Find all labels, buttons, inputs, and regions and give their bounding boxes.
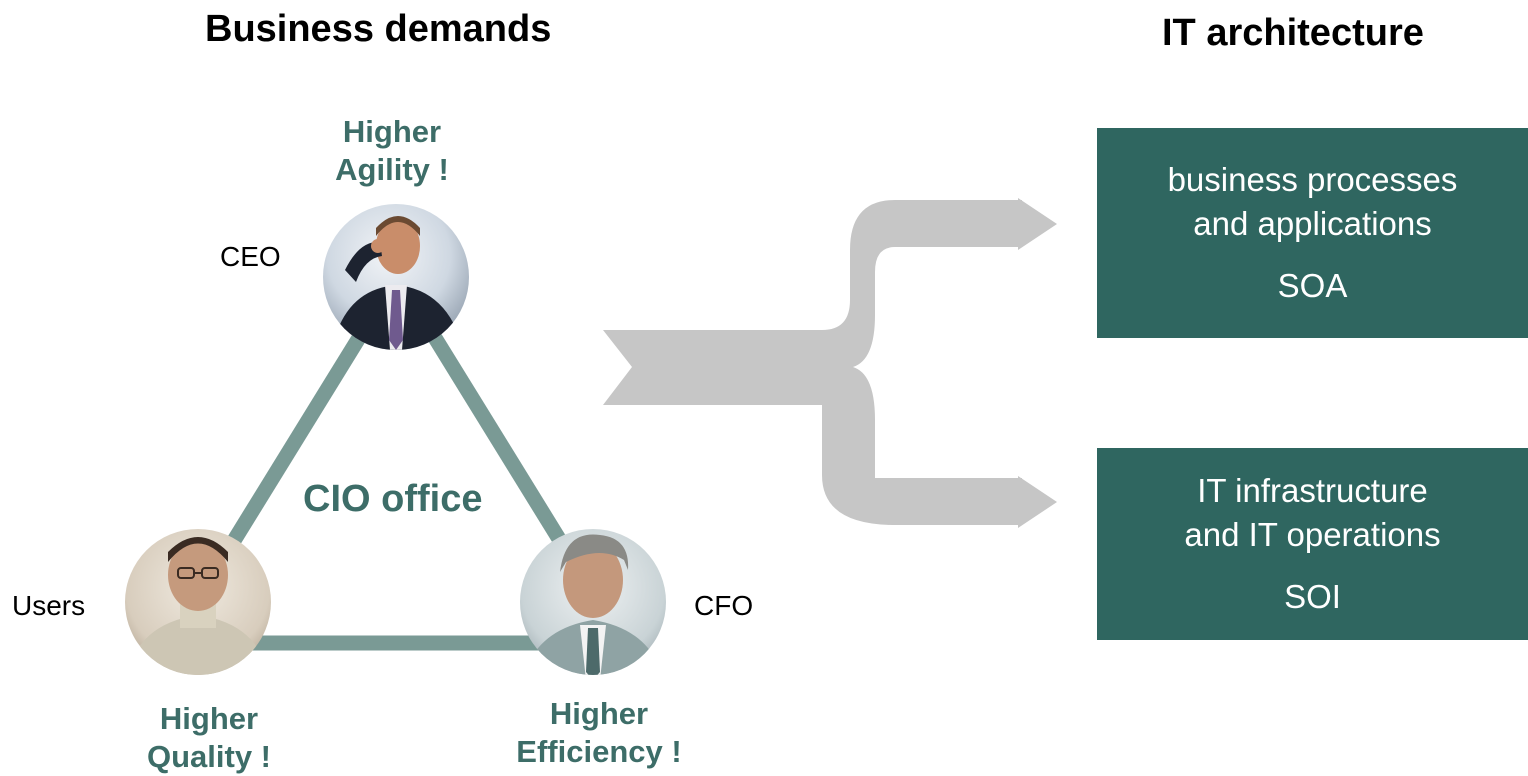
goal-quality-line1: Higher (159, 701, 259, 736)
cio-office-label: CIO office (303, 478, 483, 520)
role-label-cfo: CFO (694, 590, 754, 621)
goal-efficiency-line1: Higher (549, 696, 649, 731)
connector-brace (822, 200, 1022, 525)
edge-ceo-cfo (417, 316, 579, 564)
brace-connector (603, 198, 1057, 528)
soa-box-line2: and applications (1193, 205, 1432, 242)
goal-label-efficiency: Higher Efficiency ! (516, 695, 681, 771)
arrow-head-bottom (1018, 476, 1057, 528)
edge-ceo-users (215, 316, 377, 564)
soa-box: business processes and applications SOA (1097, 128, 1528, 338)
soa-box-abbr: SOA (1277, 267, 1348, 304)
connector-stem (603, 330, 822, 405)
role-label-ceo: CEO (220, 241, 281, 272)
goal-agility-line1: Higher (342, 114, 442, 149)
goal-quality-line2: Quality ! (146, 739, 272, 774)
goal-efficiency-line2: Efficiency ! (516, 734, 682, 769)
role-label-users: Users (12, 590, 86, 621)
arrow-head-top (1018, 198, 1057, 250)
soi-box-abbr: SOI (1284, 578, 1341, 615)
business-demands-title: Business demands (205, 8, 552, 50)
goal-label-agility: Higher Agility ! (335, 113, 449, 189)
triangle-edges (215, 316, 579, 651)
soi-box-line1: IT infrastructure (1197, 472, 1428, 509)
soa-box-line1: business processes (1167, 161, 1458, 198)
ceo-portrait (323, 204, 469, 350)
soi-box-line2: and IT operations (1184, 516, 1441, 553)
it-architecture-title: IT architecture (1162, 12, 1424, 54)
cfo-portrait (520, 529, 666, 675)
goal-agility-line2: Agility ! (335, 152, 449, 187)
soi-box: IT infrastructure and IT operations SOI (1097, 448, 1528, 640)
users-portrait (125, 529, 271, 675)
goal-label-quality: Higher Quality ! (147, 700, 271, 776)
